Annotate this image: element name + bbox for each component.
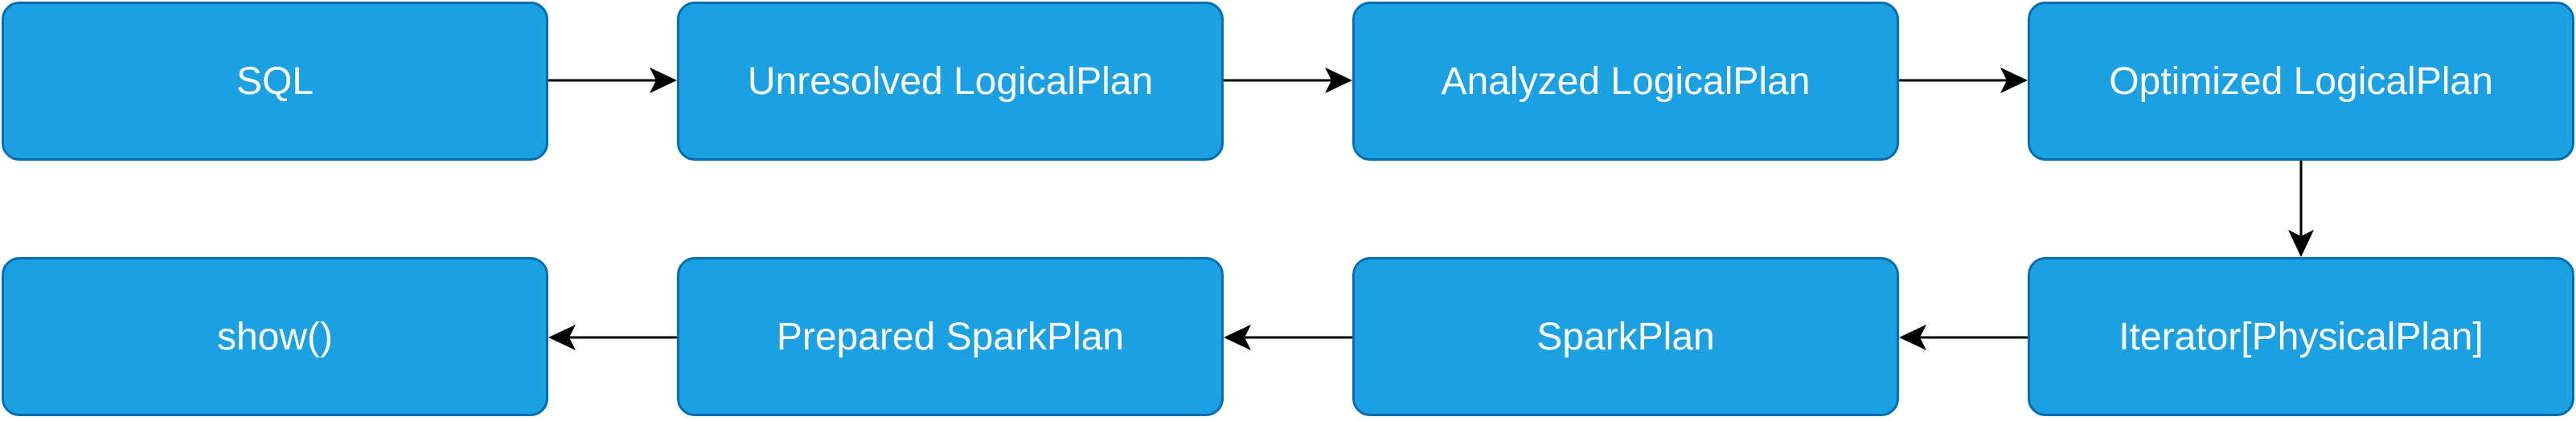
edge-analyzed-to-optimized [1899,67,2028,93]
edge-unresolved-to-analyzed [1224,67,1352,93]
node-optimized-logicalplan-label: Optimized LogicalPlan [2109,59,2493,103]
node-optimized-logicalplan: Optimized LogicalPlan [2028,2,2574,161]
node-prepared-sparkplan-label: Prepared SparkPlan [776,315,1125,358]
edge-prepared-to-show [548,325,677,350]
node-iterator-physicalplan-label: Iterator[PhysicalPlan] [2119,315,2484,358]
node-show: show() [2,257,548,416]
node-analyzed-logicalplan-label: Analyzed LogicalPlan [1441,59,1811,103]
edge-optimized-to-iterator [2288,161,2314,257]
edge-sparkplan-to-prepared [1224,325,1352,350]
node-analyzed-logicalplan: Analyzed LogicalPlan [1352,2,1899,161]
node-show-label: show() [216,315,334,358]
node-unresolved-logicalplan-label: Unresolved LogicalPlan [747,59,1154,103]
node-sql-label: SQL [236,59,314,103]
edge-sql-to-unresolved [548,67,677,93]
node-unresolved-logicalplan: Unresolved LogicalPlan [677,2,1224,161]
node-sql: SQL [2,2,548,161]
node-prepared-sparkplan: Prepared SparkPlan [677,257,1224,416]
node-sparkplan-label: SparkPlan [1536,315,1715,358]
edge-iterator-to-sparkplan [1899,325,2028,350]
node-sparkplan: SparkPlan [1352,257,1899,416]
node-iterator-physicalplan: Iterator[PhysicalPlan] [2028,257,2574,416]
